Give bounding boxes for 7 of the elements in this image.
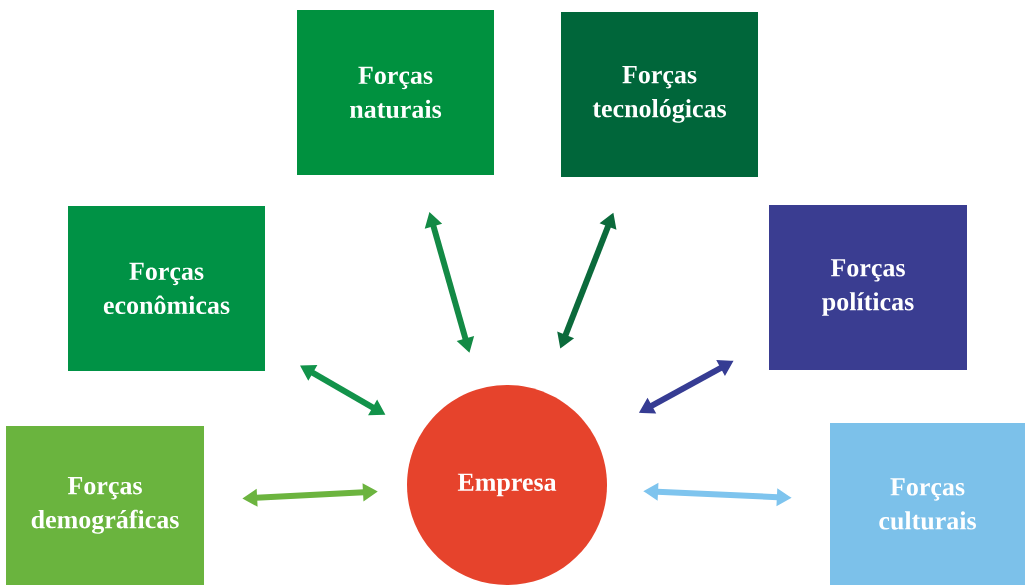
circle-node: Empresa	[407, 385, 607, 585]
force-box: Forças tecnológicas	[561, 12, 758, 177]
force-box: Forças naturais	[297, 10, 494, 175]
force-box: Forças econômicas	[68, 206, 265, 371]
force-box: Forças culturais	[830, 423, 1025, 585]
force-box: Forças demográficas	[6, 426, 204, 585]
force-box: Forças políticas	[769, 205, 967, 370]
